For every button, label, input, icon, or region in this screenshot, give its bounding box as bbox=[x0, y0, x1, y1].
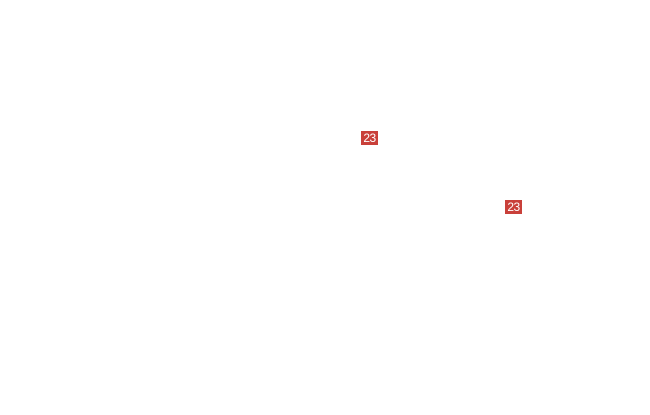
number-badge[interactable]: 23 bbox=[361, 131, 378, 145]
number-badge[interactable]: 23 bbox=[505, 200, 522, 214]
